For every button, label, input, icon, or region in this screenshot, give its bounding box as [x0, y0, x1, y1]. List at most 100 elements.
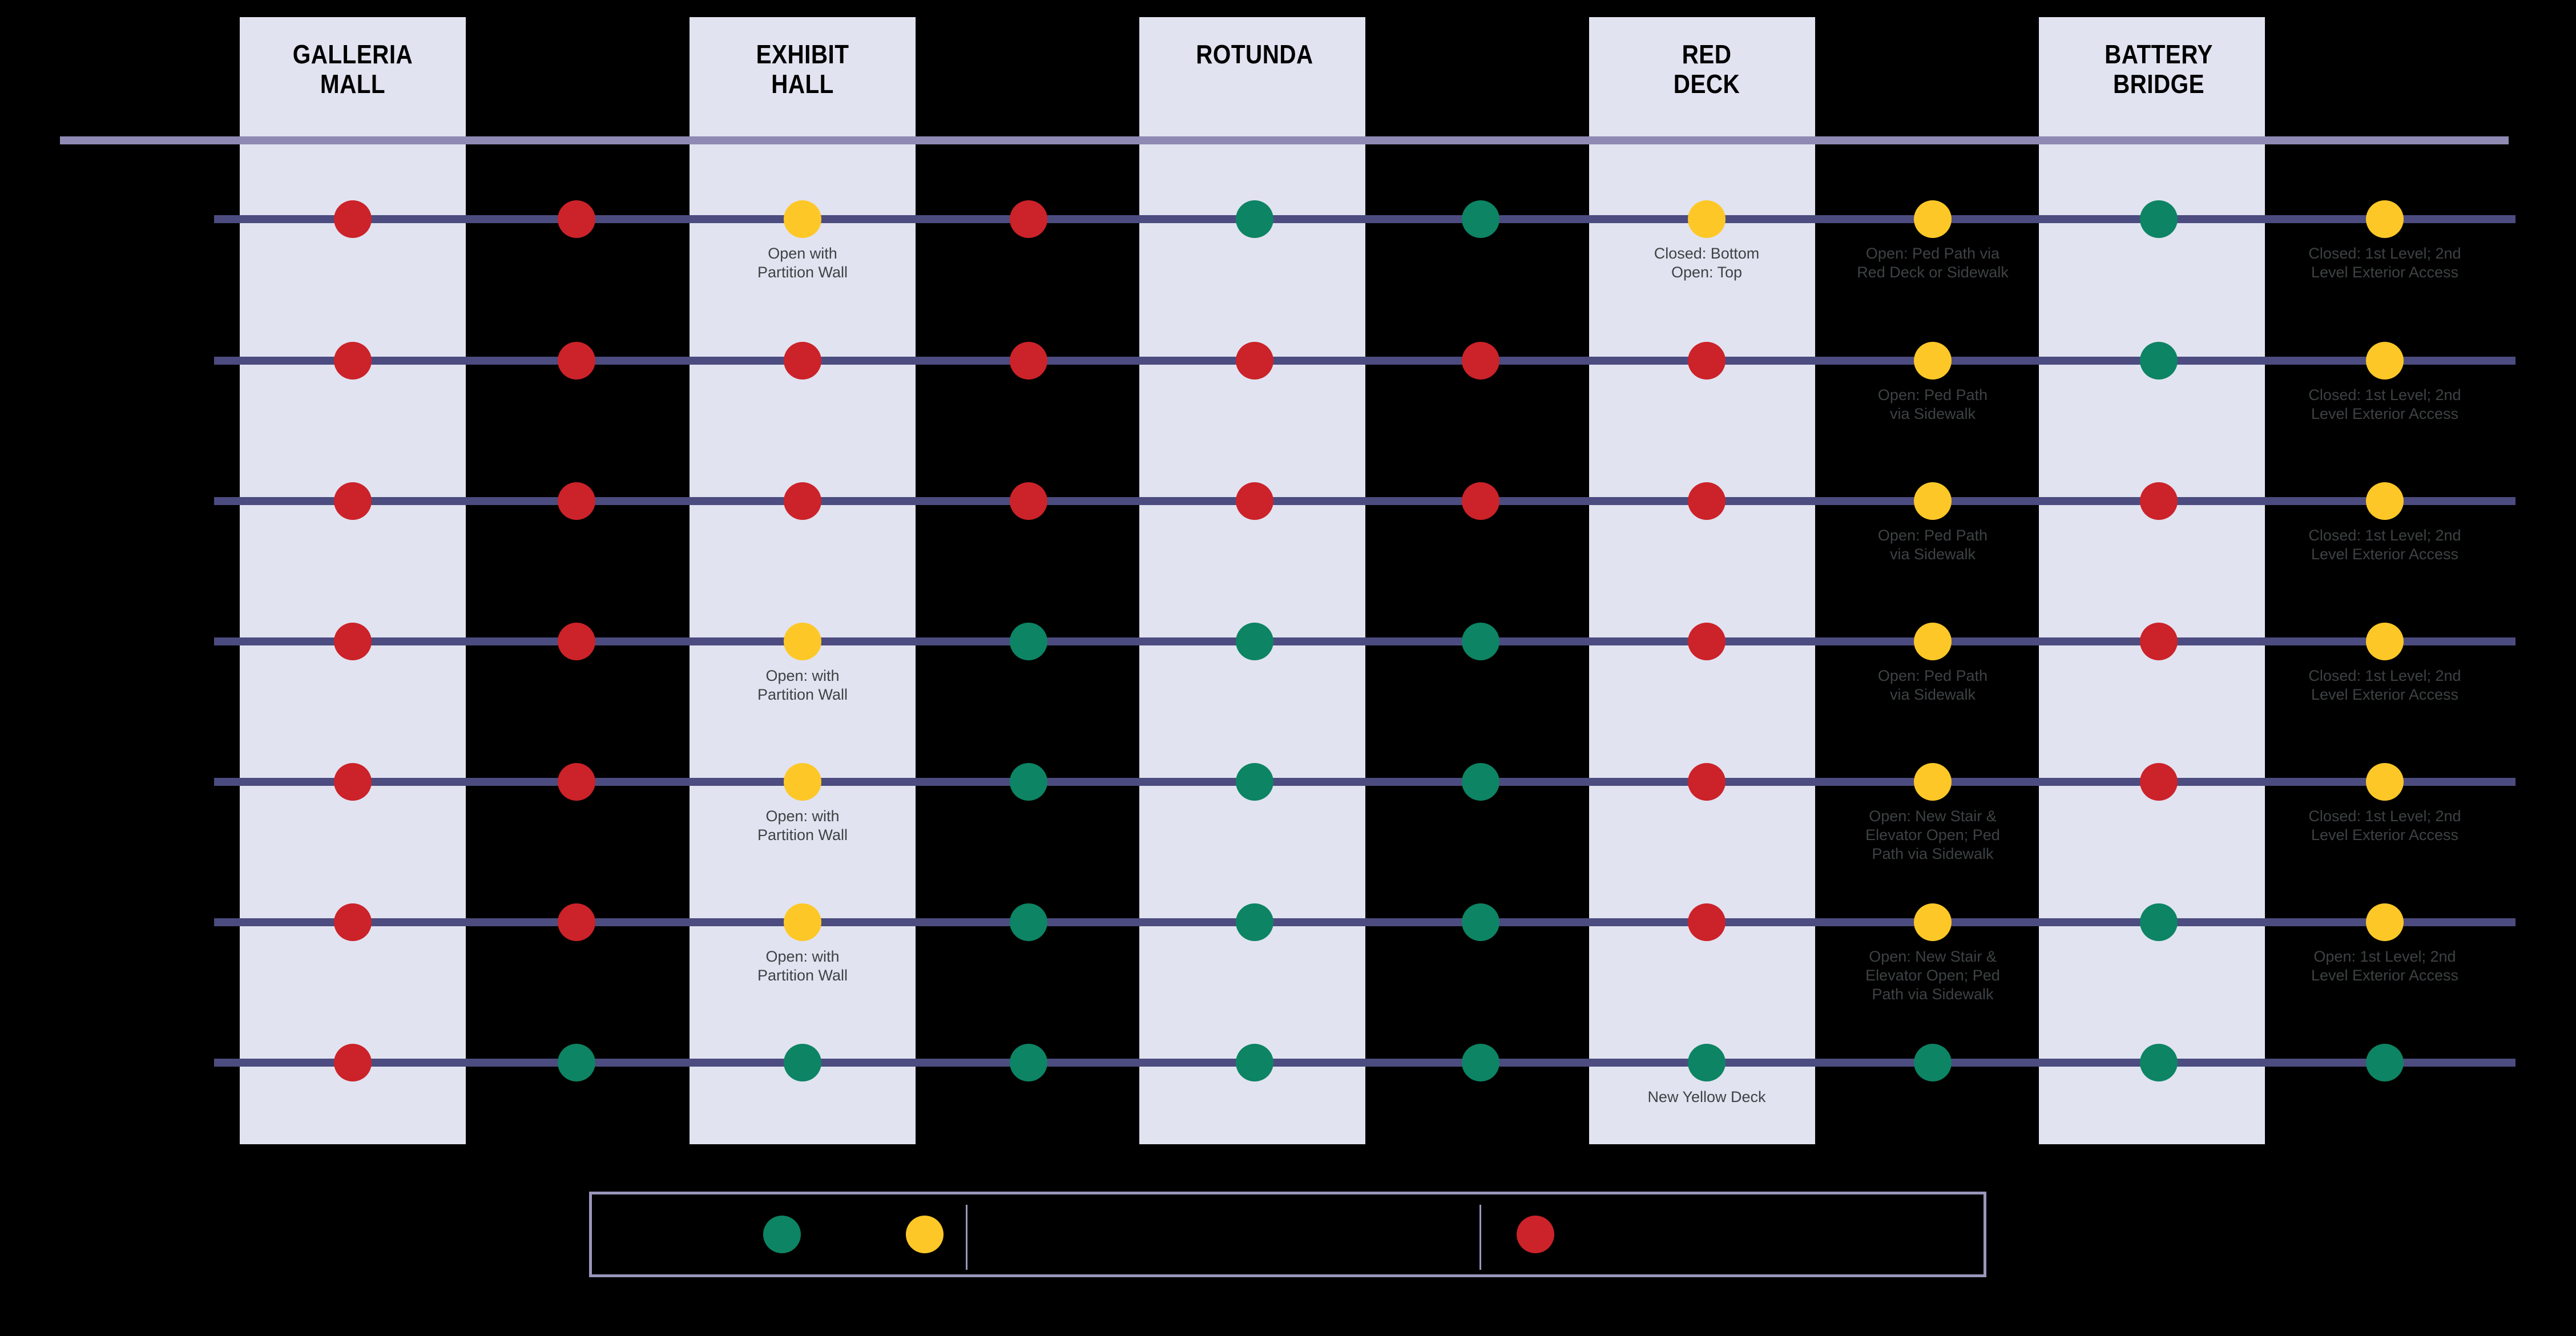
- status-dot-galleria-mall-r2[interactable]: [334, 342, 372, 380]
- cell-label-col-8-r5: Open: New Stair & Elevator Open; Ped Pat…: [1865, 808, 2000, 862]
- status-dot-col-6-r3[interactable]: [1462, 482, 1499, 520]
- status-dot-rotunda-r3[interactable]: [1236, 482, 1273, 520]
- status-dot-col-10-r7[interactable]: [2366, 1044, 2404, 1081]
- status-dot-col-2-r3[interactable]: [558, 482, 595, 520]
- status-dot-col-8-r6[interactable]: [1914, 903, 1952, 941]
- status-dot-rotunda-r2[interactable]: [1236, 342, 1273, 380]
- legend-red-swatch: [1517, 1216, 1554, 1253]
- legend-divider-1: [1480, 1205, 1481, 1270]
- status-dot-col-10-r4[interactable]: [2366, 623, 2404, 660]
- status-dot-col-4-r4[interactable]: [1010, 623, 1047, 660]
- status-dot-exhibit-hall-r2[interactable]: [784, 342, 821, 380]
- status-dot-col-4-r7[interactable]: [1010, 1044, 1047, 1081]
- status-dot-col-6-r6[interactable]: [1462, 903, 1499, 941]
- cell-label-exhibit-hall-r6: Open: with Partition Wall: [757, 948, 848, 984]
- status-dot-battery-bridge-r4[interactable]: [2140, 623, 2178, 660]
- status-dot-exhibit-hall-r5[interactable]: [784, 763, 821, 801]
- cell-label-col-8-r2: Open: Ped Path via Sidewalk: [1877, 386, 1988, 422]
- status-dot-col-6-r2[interactable]: [1462, 342, 1499, 380]
- status-dot-col-10-r1[interactable]: [2366, 200, 2404, 238]
- status-dot-col-4-r2[interactable]: [1010, 342, 1047, 380]
- status-dot-battery-bridge-r1[interactable]: [2140, 200, 2178, 238]
- cell-label-red-deck-r7: New Yellow Deck: [1647, 1088, 1766, 1105]
- status-dot-col-10-r6[interactable]: [2366, 903, 2404, 941]
- cell-label-col-8-r6: Open: New Stair & Elevator Open; Ped Pat…: [1865, 948, 2000, 1003]
- status-dot-battery-bridge-r5[interactable]: [2140, 763, 2178, 801]
- column-header-rotunda: ROTUNDA: [1196, 39, 1313, 69]
- status-dot-col-8-r2[interactable]: [1914, 342, 1952, 380]
- status-dot-red-deck-r7[interactable]: [1688, 1044, 1726, 1081]
- cell-label-col-10-r4: Closed: 1st Level; 2nd Level Exterior Ac…: [2308, 667, 2461, 703]
- status-dot-exhibit-hall-r7[interactable]: [784, 1044, 821, 1081]
- status-dot-col-8-r4[interactable]: [1914, 623, 1952, 660]
- legend-red[interactable]: [1517, 1194, 1569, 1274]
- status-dot-col-2-r7[interactable]: [558, 1044, 595, 1081]
- status-dot-rotunda-r6[interactable]: [1236, 903, 1273, 941]
- cell-label-exhibit-hall-r4: Open: with Partition Wall: [757, 667, 848, 703]
- status-dot-col-6-r1[interactable]: [1462, 200, 1499, 238]
- status-dot-col-4-r5[interactable]: [1010, 763, 1047, 801]
- status-dot-col-4-r3[interactable]: [1010, 482, 1047, 520]
- column-header-battery-bridge: BATTERY BRIDGE: [2105, 39, 2213, 99]
- status-dot-col-6-r7[interactable]: [1462, 1044, 1499, 1081]
- status-dot-red-deck-r6[interactable]: [1688, 903, 1726, 941]
- column-band-2: [1139, 17, 1365, 1144]
- status-dot-battery-bridge-r3[interactable]: [2140, 482, 2178, 520]
- status-dot-col-8-r7[interactable]: [1914, 1044, 1952, 1081]
- cell-label-col-10-r1: Closed: 1st Level; 2nd Level Exterior Ac…: [2308, 245, 2461, 281]
- cell-label-col-10-r6: Open: 1st Level; 2nd Level Exterior Acce…: [2311, 948, 2459, 984]
- cell-label-col-10-r3: Closed: 1st Level; 2nd Level Exterior Ac…: [2308, 527, 2461, 563]
- status-dot-exhibit-hall-r1[interactable]: [784, 200, 821, 238]
- status-dot-red-deck-r2[interactable]: [1688, 342, 1726, 380]
- status-dot-rotunda-r4[interactable]: [1236, 623, 1273, 660]
- status-dot-galleria-mall-r6[interactable]: [334, 903, 372, 941]
- status-dot-galleria-mall-r3[interactable]: [334, 482, 372, 520]
- status-dot-red-deck-r4[interactable]: [1688, 623, 1726, 660]
- status-dot-col-2-r4[interactable]: [558, 623, 595, 660]
- status-dot-col-2-r6[interactable]: [558, 903, 595, 941]
- status-dot-galleria-mall-r5[interactable]: [334, 763, 372, 801]
- status-dot-col-6-r4[interactable]: [1462, 623, 1499, 660]
- status-dot-galleria-mall-r1[interactable]: [334, 200, 372, 238]
- status-dot-red-deck-r3[interactable]: [1688, 482, 1726, 520]
- cell-label-col-8-r4: Open: Ped Path via Sidewalk: [1877, 667, 1988, 703]
- status-dot-col-6-r5[interactable]: [1462, 763, 1499, 801]
- legend-green[interactable]: [763, 1194, 816, 1274]
- status-dot-galleria-mall-r7[interactable]: [334, 1044, 372, 1081]
- legend-yellow[interactable]: [906, 1194, 958, 1274]
- status-dot-col-2-r5[interactable]: [558, 763, 595, 801]
- status-dot-battery-bridge-r2[interactable]: [2140, 342, 2178, 380]
- column-header-galleria-mall: GALLERIA MALL: [292, 39, 413, 99]
- status-dot-rotunda-r5[interactable]: [1236, 763, 1273, 801]
- legend-green-swatch: [763, 1216, 801, 1253]
- column-band-0: [240, 17, 466, 1144]
- status-dot-col-8-r3[interactable]: [1914, 482, 1952, 520]
- status-dot-col-2-r1[interactable]: [558, 200, 595, 238]
- cell-label-exhibit-hall-r5: Open: with Partition Wall: [757, 808, 848, 843]
- status-dot-col-10-r5[interactable]: [2366, 763, 2404, 801]
- legend-divider-0: [966, 1205, 967, 1270]
- status-dot-exhibit-hall-r3[interactable]: [784, 482, 821, 520]
- status-dot-rotunda-r1[interactable]: [1236, 200, 1273, 238]
- status-dot-red-deck-r1[interactable]: [1688, 200, 1726, 238]
- column-band-4: [2039, 17, 2265, 1144]
- status-dot-col-10-r2[interactable]: [2366, 342, 2404, 380]
- status-dot-exhibit-hall-r4[interactable]: [784, 623, 821, 660]
- column-band-3: [1589, 17, 1815, 1144]
- cell-label-col-8-r3: Open: Ped Path via Sidewalk: [1877, 527, 1988, 563]
- cell-label-red-deck-r1: Closed: Bottom Open: Top: [1654, 245, 1760, 281]
- cell-label-col-10-r5: Closed: 1st Level; 2nd Level Exterior Ac…: [2308, 808, 2461, 843]
- status-dot-battery-bridge-r7[interactable]: [2140, 1044, 2178, 1081]
- status-dot-col-8-r5[interactable]: [1914, 763, 1952, 801]
- status-dot-col-8-r1[interactable]: [1914, 200, 1952, 238]
- status-dot-battery-bridge-r6[interactable]: [2140, 903, 2178, 941]
- status-dot-col-2-r2[interactable]: [558, 342, 595, 380]
- status-dot-col-4-r6[interactable]: [1010, 903, 1047, 941]
- status-dot-exhibit-hall-r6[interactable]: [784, 903, 821, 941]
- status-dot-col-4-r1[interactable]: [1010, 200, 1047, 238]
- status-dot-rotunda-r7[interactable]: [1236, 1044, 1273, 1081]
- status-dot-galleria-mall-r4[interactable]: [334, 623, 372, 660]
- status-dot-red-deck-r5[interactable]: [1688, 763, 1726, 801]
- status-dot-col-10-r3[interactable]: [2366, 482, 2404, 520]
